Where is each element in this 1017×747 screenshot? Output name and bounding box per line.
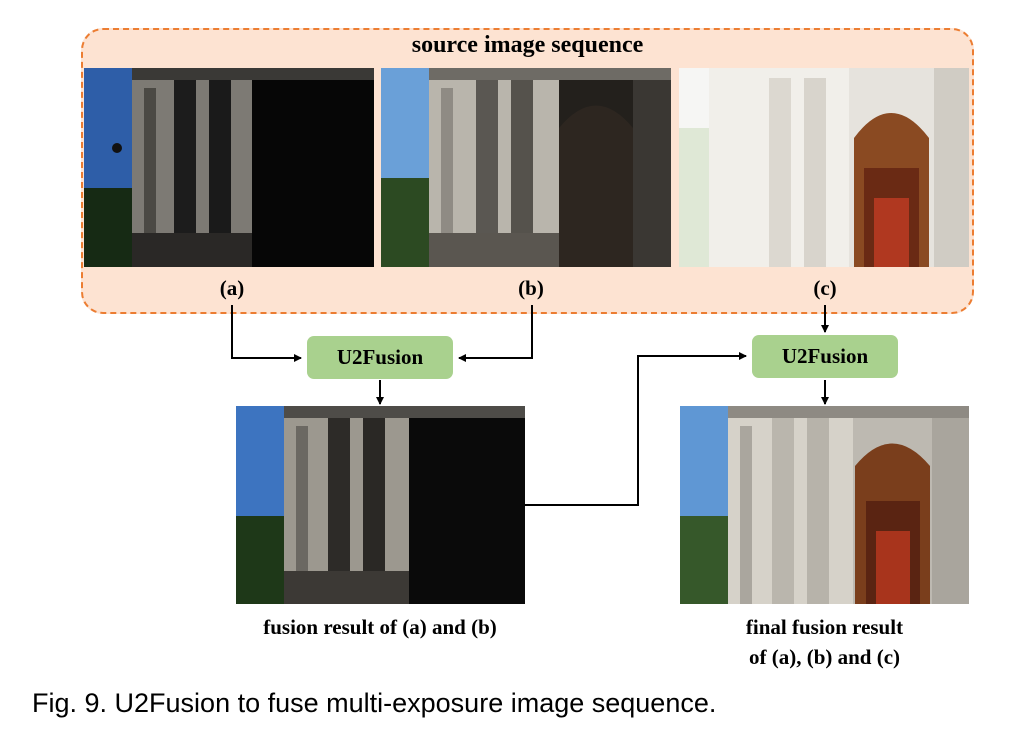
arrow-a-to-fusion1	[231, 305, 302, 362]
source-image-c	[679, 68, 969, 267]
source-image-b	[381, 68, 671, 267]
final-result-label-line1: final fusion result	[745, 615, 904, 639]
source-label-a: (a)	[219, 276, 245, 300]
group-title: source image sequence	[411, 32, 644, 58]
source-image-a	[84, 68, 374, 267]
u2fusion-node-2: U2Fusion	[752, 335, 898, 378]
arrow-b-to-fusion1	[458, 305, 533, 362]
figure-caption: Fig. 9. U2Fusion to fuse multi-exposure …	[32, 688, 717, 718]
u2fusion-node-1: U2Fusion	[307, 336, 453, 379]
source-label-b: (b)	[518, 276, 544, 300]
intermediate-result-label: fusion result of (a) and (b)	[263, 615, 497, 639]
source-label-c: (c)	[813, 276, 837, 300]
final-fusion-image	[680, 406, 969, 604]
arrow-intermediate-to-fusion2	[525, 352, 747, 506]
intermediate-fusion-image	[236, 406, 525, 604]
final-result-label-line2: of (a), (b) and (c)	[748, 645, 901, 669]
